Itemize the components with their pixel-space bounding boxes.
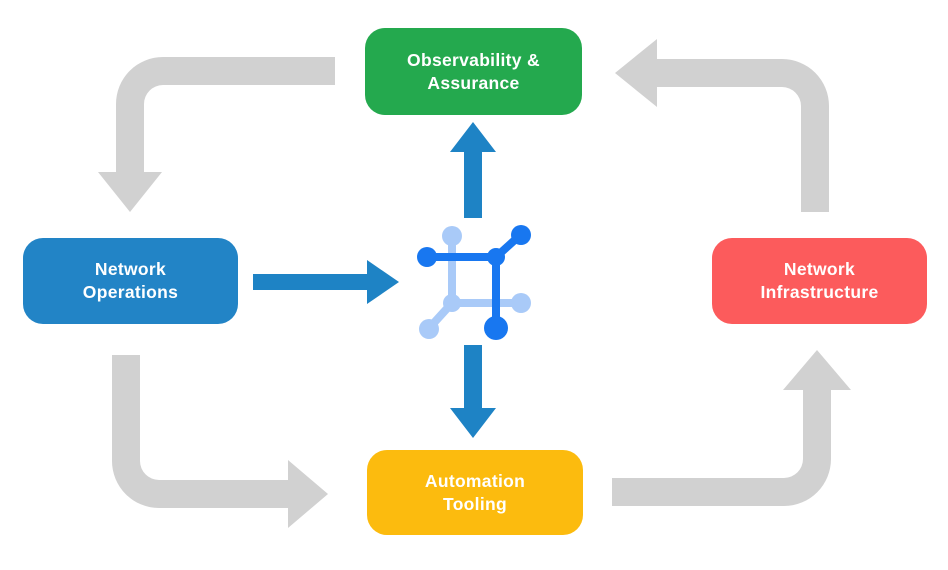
node-automation-tooling: Automation Tooling [367,450,583,535]
node-network-infrastructure: Network Infrastructure [712,238,927,324]
node-label-line: Network [783,259,856,279]
cycle-arrow-automation-to-infrastructure [612,350,851,506]
node-observability-assurance: Observability & Assurance [365,28,582,115]
network-icon-light-branch [419,226,531,339]
network-nodes-icon [417,225,531,340]
node-label-line: Infrastructure [760,282,879,302]
node-label-line: Automation [424,470,526,491]
cycle-arrow-infrastructure-to-observability [615,39,829,212]
node-network-operations: Network Operations [23,238,238,324]
node-label-line: Operations [82,282,179,302]
flow-arrow-icon-to-automation [450,345,496,438]
node-label-line: Observability & [407,49,540,70]
flow-arrow-icon-to-observability [450,122,496,218]
flow-arrow-operations-to-icon [253,260,399,304]
node-label-line: Tooling [443,493,507,514]
node-label-line: Network [94,259,167,279]
cycle-arrow-operations-to-automation [112,355,328,528]
network-icon-dark-branch [417,225,531,340]
node-label-line: Assurance [427,72,520,93]
cycle-arrow-observability-to-operations [98,57,335,212]
